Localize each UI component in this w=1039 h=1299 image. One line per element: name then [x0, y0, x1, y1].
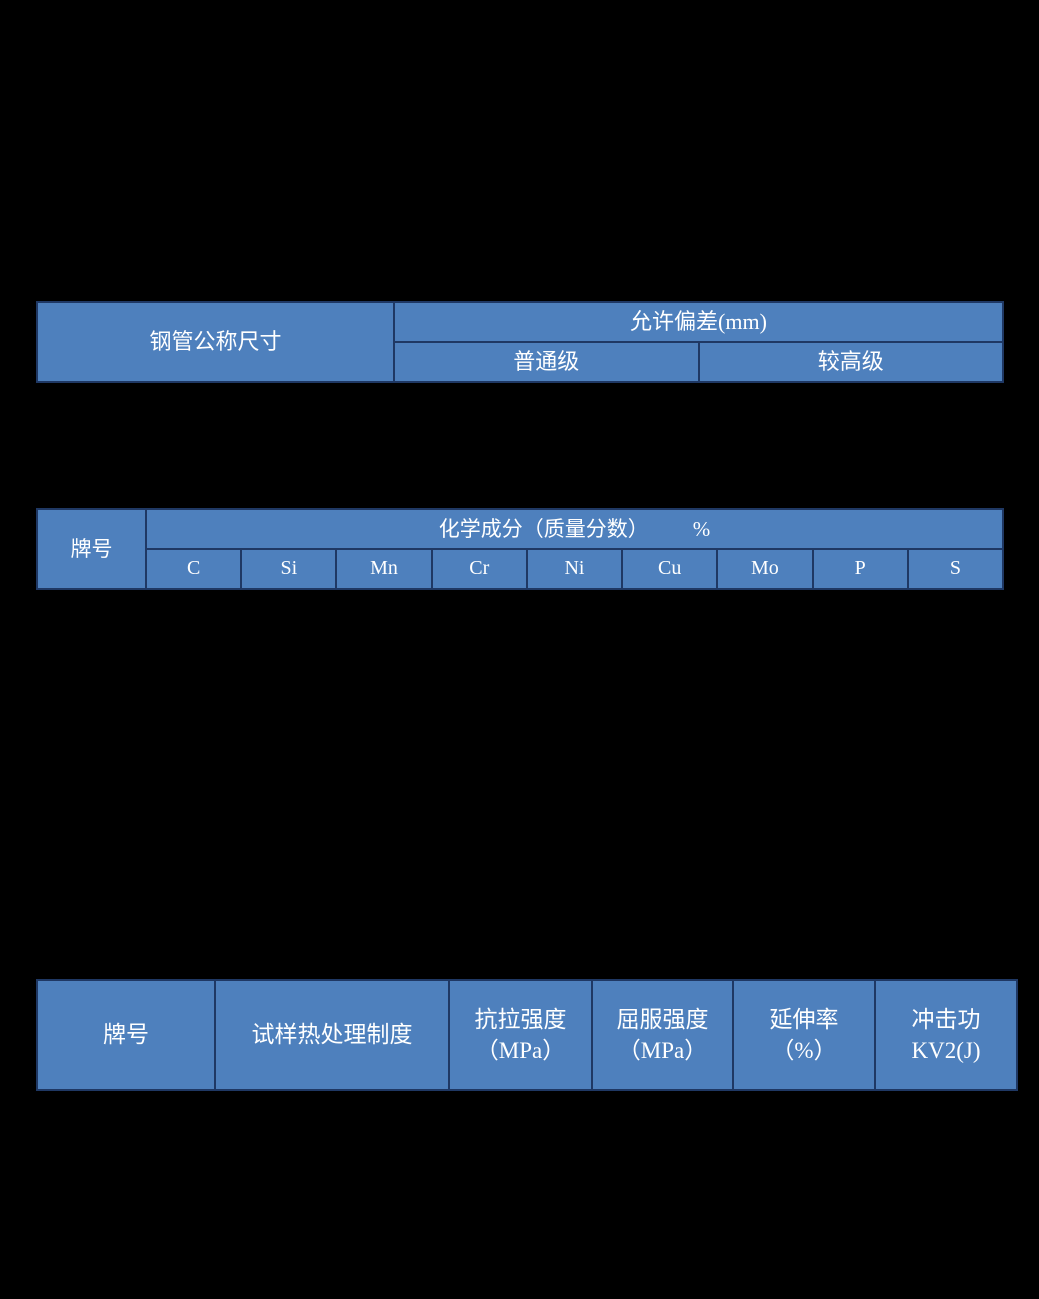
- header-allowable-deviation: 允许偏差(mm): [393, 301, 1004, 343]
- header-yield-strength-unit: （MPa）: [617, 1038, 708, 1063]
- header-yield-strength: 屈服强度 （MPa）: [591, 979, 734, 1091]
- header-tensile-strength: 抗拉强度 （MPa）: [448, 979, 593, 1091]
- header-steel-grade: 牌号: [36, 979, 216, 1091]
- header-steel-grade-label: 牌号: [103, 1022, 149, 1048]
- table-row: 牌号 化学成分（质量分数）%: [36, 508, 1004, 590]
- header-element-c: C: [144, 548, 243, 590]
- table-chemical-composition: 牌号 化学成分（质量分数）% C Si Mn Cr Ni Cu Mo P S: [36, 508, 1005, 590]
- header-elongation-text: 延伸率 （%）: [734, 1005, 874, 1066]
- header-yield-strength-label: 屈服强度: [616, 1006, 709, 1032]
- header-impact-energy: 冲击功 KV2(J): [874, 979, 1018, 1091]
- header-grade-higher: 较高级: [697, 341, 1004, 383]
- header-tensile-strength-unit: （MPa）: [475, 1038, 566, 1063]
- header-element-si: Si: [240, 548, 338, 590]
- header-heat-treatment: 试样热处理制度: [214, 979, 450, 1091]
- header-element-p: P: [811, 548, 909, 590]
- header-steel-grade: 牌号: [36, 508, 147, 590]
- header-heat-treatment-text: 试样热处理制度: [216, 1020, 448, 1049]
- header-tensile-strength-label: 抗拉强度: [474, 1006, 567, 1032]
- table-mechanical-properties: 牌号 试样热处理制度 抗拉强度 （MPa） 屈服强度 （MPa） 延伸率 （%）: [36, 979, 1018, 1091]
- header-element-ni: Ni: [525, 548, 624, 590]
- header-chemical-composition: 化学成分（质量分数）%: [145, 508, 1004, 550]
- header-element-mo: Mo: [716, 548, 814, 590]
- chemical-composition-unit: %: [692, 516, 711, 541]
- header-impact-energy-text: 冲击功 KV2(J): [876, 1005, 1016, 1066]
- table-row: 普通级 较高级: [37, 341, 1004, 383]
- header-steel-grade-text: 牌号: [38, 1020, 214, 1049]
- header-element-cr: Cr: [430, 548, 528, 590]
- header-nominal-size: 钢管公称尺寸: [36, 301, 395, 383]
- header-element-s: S: [906, 548, 1005, 590]
- table-row: C Si Mn Cr Ni Cu Mo P S: [37, 548, 1005, 590]
- header-heat-treatment-label: 试样热处理制度: [251, 1022, 413, 1048]
- header-element-cu: Cu: [621, 548, 719, 590]
- table-row: 牌号 试样热处理制度 抗拉强度 （MPa） 屈服强度 （MPa） 延伸率 （%）: [36, 979, 1018, 1091]
- header-elongation-unit: （%）: [771, 1038, 837, 1063]
- header-element-mn: Mn: [335, 548, 433, 590]
- table-row: 钢管公称尺寸 允许偏差(mm): [36, 301, 1004, 383]
- header-impact-energy-label: 冲击功: [911, 1006, 981, 1032]
- header-elongation: 延伸率 （%）: [732, 979, 876, 1091]
- header-grade-ordinary: 普通级: [393, 341, 700, 383]
- table-dimension-tolerance: 钢管公称尺寸 允许偏差(mm) 普通级 较高级: [36, 301, 1004, 383]
- header-yield-strength-text: 屈服强度 （MPa）: [593, 1005, 732, 1066]
- header-elongation-label: 延伸率: [769, 1006, 839, 1032]
- header-tensile-strength-text: 抗拉强度 （MPa）: [450, 1005, 591, 1066]
- chemical-composition-label: 化学成分（质量分数）: [438, 516, 649, 541]
- header-impact-energy-unit: KV2(J): [911, 1038, 981, 1063]
